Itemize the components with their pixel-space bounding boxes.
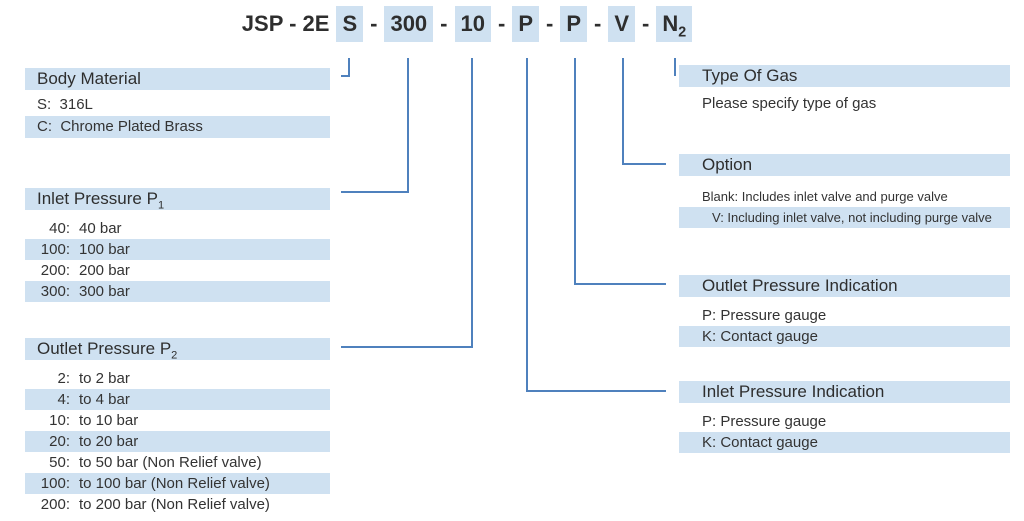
code-segment-outlet-pressure: 10 [454,6,491,42]
item-value: 300 bar [79,283,130,300]
section-title-subscript: 2 [171,349,178,362]
code-prefix: JSP - 2E [241,11,330,36]
list-item: 50: to 50 bar (Non Relief valve) [25,452,330,473]
section-title-body-material: Body Material [25,68,330,90]
section-title-subscript: 1 [157,199,165,212]
section-inlet-pressure: Inlet Pressure P1 40:40 bar 100:100 bar … [25,188,330,302]
connector-option [622,58,666,165]
item-value: 100 bar [79,241,130,258]
section-outlet-pressure-indication: Outlet Pressure Indication P: Pressure g… [679,275,1010,347]
code-segment-gas-type: N2 [656,6,693,42]
section-option: Option Blank: Includes inlet valve and p… [679,154,1010,228]
section-body-material: Body Material S: 316L C: Chrome Plated B… [25,68,330,138]
code-separator: - [497,11,506,36]
section-title-outlet-pressure-indication: Outlet Pressure Indication [679,275,1010,297]
list-item: K: Contact gauge [679,326,1010,347]
item-key: 200: [40,262,70,279]
item-key: 100: [40,241,70,258]
item-key: 10: [49,412,70,429]
item-value: to 20 bar [79,433,139,450]
code-separator: - [642,11,650,36]
connector-outlet-pressure [341,58,473,348]
code-separator: - [594,11,602,36]
list-item: V: Including inlet valve, not including … [679,207,1010,228]
item-value: to 200 bar (Non Relief valve) [79,496,270,513]
section-title-label: Type Of Gas [702,66,798,85]
item-key: 40: [49,220,70,237]
section-title-type-of-gas: Type Of Gas [679,65,1010,87]
item-value: to 50 bar (Non Relief valve) [79,454,262,471]
item-value: 200 bar [79,262,130,279]
code-segment-inlet-indication: P [512,6,539,42]
list-item: P: Pressure gauge [702,307,827,324]
list-item: 2: to 2 bar [25,368,330,389]
section-title-label: Option [702,155,753,174]
section-title-label: Outlet Pressure Indication [702,276,898,295]
item-value: to 100 bar (Non Relief valve) [79,475,270,492]
section-type-of-gas: Type Of Gas Please specify type of gas [679,65,1010,115]
list-item: 100: to 100 bar (Non Relief valve) [25,473,330,494]
section-title-inlet-pressure-indication: Inlet Pressure Indication [679,381,1010,403]
list-item: S: 316L [37,96,93,113]
code-segment-inlet-pressure: 300 [384,6,434,42]
list-item: 200: to 200 bar (Non Relief valve) [25,494,330,515]
code-segment-gas-subscript: 2 [678,24,687,41]
connector-inlet-pressure-indication [526,58,666,392]
item-value: 40 bar [79,220,122,237]
item-key: 200: [40,496,70,513]
connector-outlet-pressure-indication [574,58,666,285]
list-item: Blank: Includes inlet valve and purge va… [702,189,948,204]
item-key: 20: [49,433,70,450]
list-item: 10: to 10 bar [25,410,330,431]
list-item: 100: 100 bar [25,239,330,260]
section-title-label: Inlet Pressure Indication [702,382,885,401]
item-key: 2: [57,370,70,387]
list-item: 40: 40 bar [25,218,330,239]
ordering-code: JSP - 2E S - 300 - 10 - P - P - V - N2 [0,6,934,42]
connector-inlet-pressure [341,58,409,193]
section-title-inlet-pressure: Inlet Pressure P1 [25,188,330,212]
list-item: 300: 300 bar [25,281,330,302]
code-segment-option: V [608,6,636,42]
list-item: C: Chrome Plated Brass [25,116,330,138]
code-separator: - [370,11,378,36]
connector-body-material [341,58,350,77]
section-title-label: Outlet Pressure P [37,339,172,358]
list-item: P: Pressure gauge [702,413,827,430]
list-item: 4: to 4 bar [25,389,330,410]
section-inlet-pressure-indication: Inlet Pressure Indication P: Pressure ga… [679,381,1010,453]
item-key: 50: [49,454,70,471]
item-key: 300: [40,283,70,300]
section-title-label: Body Material [37,69,141,88]
item-value: to 10 bar [79,412,139,429]
section-title-outlet-pressure: Outlet Pressure P2 [25,338,330,362]
code-segment-outlet-indication: P [560,6,588,42]
section-title-option: Option [679,154,1010,176]
list-item: 20: to 20 bar [25,431,330,452]
connector-type-of-gas [674,58,676,76]
code-separator: - [546,11,554,36]
item-value: to 4 bar [79,391,130,408]
code-separator: - [440,11,448,36]
section-title-label: Inlet Pressure P [37,189,158,208]
item-key: 4: [57,391,70,408]
list-item: 200: 200 bar [25,260,330,281]
item-value: to 2 bar [79,370,130,387]
code-segment-gas-letter: N [662,11,679,36]
section-outlet-pressure: Outlet Pressure P2 2: to 2 bar 4: to 4 bar… [25,338,330,515]
list-item: K: Contact gauge [679,432,1010,453]
code-segment-body-material: S [336,6,364,42]
item-key: 100: [40,475,70,492]
list-item: Please specify type of gas [702,95,877,112]
